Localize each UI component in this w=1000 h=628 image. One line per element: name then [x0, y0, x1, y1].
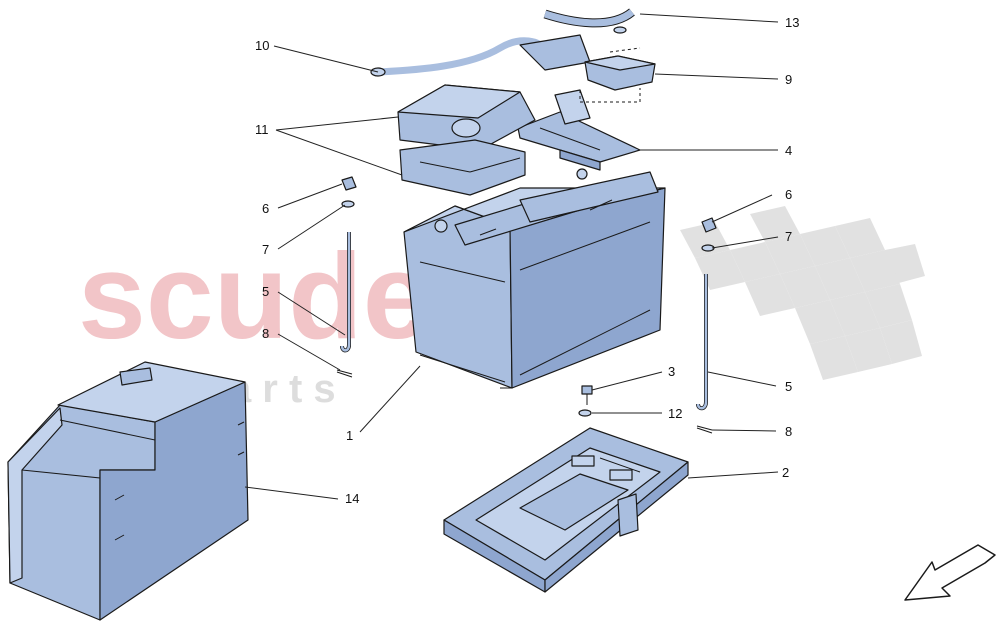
ground-cable[interactable]: [543, 8, 635, 34]
battery-cover-box[interactable]: [7, 361, 249, 621]
nut-left[interactable]: [341, 176, 357, 191]
callout-10: 10: [255, 38, 269, 53]
rod-right[interactable]: [696, 274, 708, 411]
callout-9: 9: [785, 72, 792, 87]
clip-right[interactable]: [696, 425, 713, 434]
terminal-bracket[interactable]: [517, 89, 641, 171]
callout-8-right: 8: [785, 424, 792, 439]
callout-2: 2: [782, 465, 789, 480]
callout-3: 3: [668, 364, 675, 379]
battery-cable[interactable]: [370, 34, 591, 77]
leader-lines: [244, 13, 779, 500]
battery-tray[interactable]: [443, 427, 689, 593]
fuse-box[interactable]: [397, 84, 536, 196]
checkered-flag-icon: [680, 206, 925, 380]
rod-left[interactable]: [340, 232, 351, 353]
callout-7-right: 7: [785, 229, 792, 244]
bolt[interactable]: [581, 385, 593, 405]
arrow-icon: [904, 544, 996, 601]
callout-7-left: 7: [262, 242, 269, 257]
callout-6-left: 6: [262, 201, 269, 216]
callout-14: 14: [345, 491, 359, 506]
callout-12: 12: [668, 406, 682, 421]
washer-center[interactable]: [578, 409, 592, 417]
terminal-clamp[interactable]: [579, 47, 656, 103]
callout-13: 13: [785, 15, 799, 30]
callout-6-right: 6: [785, 187, 792, 202]
callout-5-left: 5: [262, 284, 269, 299]
battery[interactable]: [403, 168, 666, 389]
callout-4: 4: [785, 143, 792, 158]
clip-left[interactable]: [336, 369, 353, 378]
callout-1: 1: [346, 428, 353, 443]
callout-5-right: 5: [785, 379, 792, 394]
callouts: 13 10 9 11 4 6 6 7 7 5 5 8 8 3 12 1 2 14: [255, 15, 799, 506]
callout-11: 11: [255, 122, 269, 137]
callout-8-left: 8: [262, 326, 269, 341]
